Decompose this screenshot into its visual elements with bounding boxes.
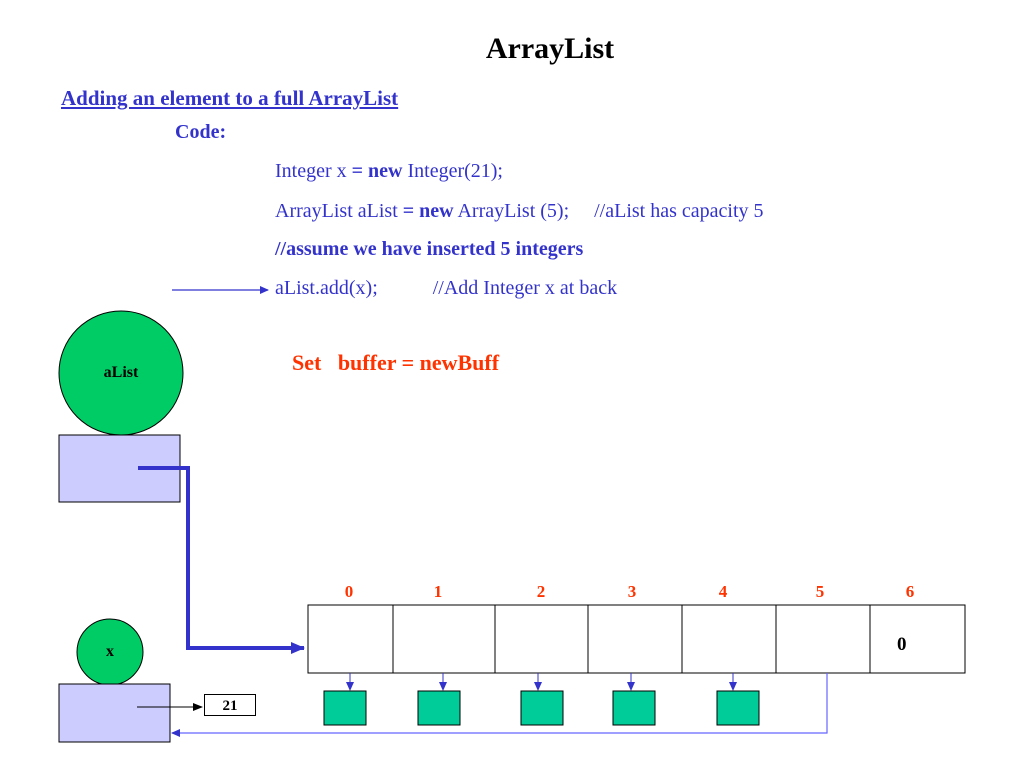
buffer-cell-6-value: 0	[897, 634, 907, 655]
buffer-index-2: 2	[536, 582, 546, 601]
code-line-3: //assume we have inserted 5 integers	[275, 238, 584, 260]
code-line-1: Integer x = new Integer(21);	[275, 160, 503, 182]
page-title: ArrayList	[485, 32, 615, 65]
buffer-index-4: 4	[718, 582, 728, 601]
element-box	[716, 690, 760, 726]
buffer-index-6: 6	[905, 582, 915, 601]
buffer-index-1: 1	[433, 582, 443, 601]
buffer-index-5: 5	[815, 582, 825, 601]
element-box	[323, 690, 367, 726]
slide-subtitle: Adding an element to a full ArrayList	[61, 86, 399, 110]
status-text: Set buffer = newBuff	[292, 350, 500, 375]
x-box	[58, 683, 171, 743]
element-box	[612, 690, 656, 726]
code-line-2: ArrayList aList = new ArrayList (5); //a…	[275, 200, 764, 222]
x-value-box: 21	[204, 694, 256, 716]
element-box	[520, 690, 564, 726]
alist-pointer-line	[138, 466, 305, 654]
buffer-array	[307, 604, 966, 674]
alist-label: aList	[103, 364, 139, 381]
x-label: x	[106, 643, 114, 660]
buffer-index-3: 3	[627, 582, 637, 601]
element-box	[417, 690, 461, 726]
code-line-4: aList.add(x); //Add Integer x at back	[275, 277, 618, 299]
cell5-pointer-line	[171, 673, 828, 737]
buffer-index-0: 0	[344, 582, 354, 601]
code-label: Code:	[175, 121, 227, 143]
